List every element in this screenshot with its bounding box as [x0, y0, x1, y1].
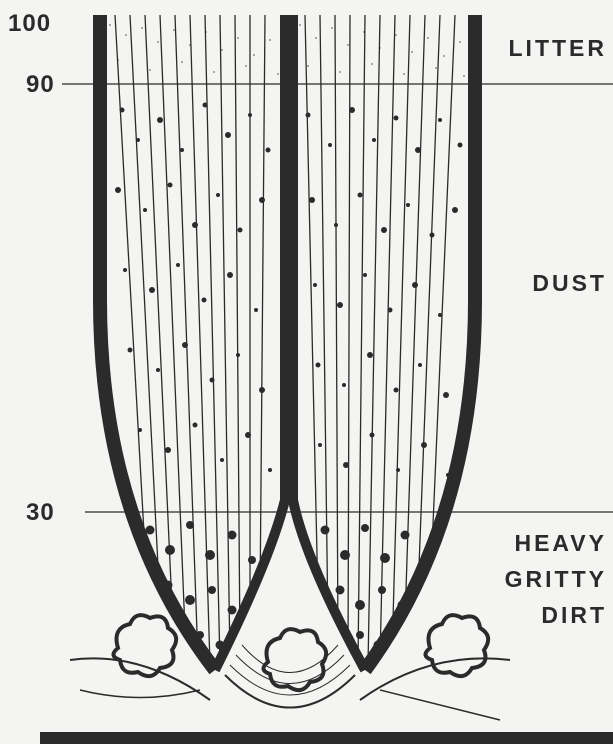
zone-gritty-label: GRITTY [505, 566, 607, 593]
zone-litter-label: LITTER [509, 35, 608, 62]
scale-30-label: 30 [26, 499, 55, 527]
zone-heavy-label: HEAVY [514, 530, 607, 557]
grit-particles [113, 615, 488, 690]
right-tuft [293, 15, 475, 670]
zone-dirt-label: DIRT [541, 602, 607, 629]
floor-bar [40, 732, 613, 744]
left-tuft [100, 15, 285, 670]
scale-100-label: 100 [8, 10, 51, 38]
zone-dust-label: DUST [532, 270, 607, 297]
carpet-fibers [70, 645, 510, 720]
scale-90-label: 90 [26, 71, 55, 99]
